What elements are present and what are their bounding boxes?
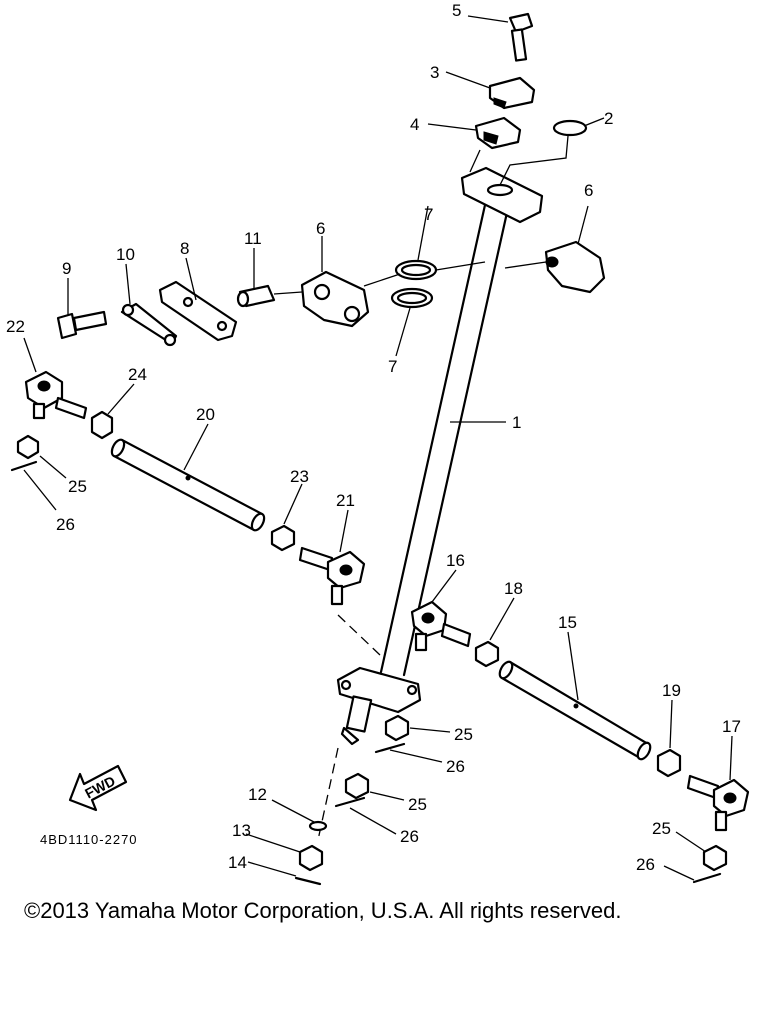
nut-24 [90,410,114,440]
callout-6: 6 [584,181,593,200]
callout-8: 8 [180,239,189,258]
forward-arrow: FWD [68,764,128,812]
callout-3: 3 [430,63,439,82]
tie-rod-end-17 [686,774,750,832]
callout-25: 25 [454,725,473,744]
callout-2: 2 [604,109,613,128]
callout-15: 15 [558,613,577,632]
nut-19 [656,748,682,778]
callout-12: 12 [248,785,267,804]
right-holder [504,240,606,294]
nut-23 [270,524,296,552]
callout-6: 6 [316,219,325,238]
callout-26: 26 [636,855,655,874]
tie-rod-end-16 [410,600,472,652]
reference-code: 4BD1110-2270 [40,832,138,847]
left-holder [300,270,401,328]
callout-25: 25 [652,819,671,838]
callout-22: 22 [6,317,25,336]
nut-18 [474,640,500,668]
callout-23: 23 [290,467,309,486]
callout-9: 9 [62,259,71,278]
callout-21: 21 [336,491,355,510]
callout-24: 24 [128,365,147,384]
callout-14: 14 [228,853,247,872]
callout-5: 5 [452,1,461,20]
callout-numbers: 1 2 3 4 5 6 6 7 7 8 9 10 11 12 13 14 15 … [6,1,741,874]
tie-rod-end-22 [24,370,88,420]
lock-washer [120,302,178,347]
plate [158,280,238,342]
tie-rod-15 [498,660,652,761]
callout-10: 10 [116,245,135,264]
left-nut-cotter [10,434,67,511]
steering-shaft [317,166,544,841]
callout-13: 13 [232,821,251,840]
bushings [390,259,486,309]
callout-11: 11 [244,229,262,248]
callout-25: 25 [68,477,87,496]
copyright-notice: ©2013 Yamaha Motor Corporation, U.S.A. A… [24,898,621,923]
callout-17: 17 [722,717,741,736]
callout-16: 16 [446,551,465,570]
tie-rod-end-21 [298,546,366,606]
callout-7: 7 [388,357,397,376]
callout-25: 25 [408,795,427,814]
callout-26: 26 [56,515,75,534]
callout-7: 7 [424,205,433,224]
callout-26: 26 [446,757,465,776]
tie-rod-20 [110,438,266,532]
callout-20: 20 [196,405,215,424]
bolt-9 [56,310,108,340]
collar [236,284,303,308]
callout-4: 4 [410,115,419,134]
callout-18: 18 [504,579,523,598]
leader-lines [23,15,733,881]
upper-holder-assembly [469,12,588,186]
callout-26: 26 [400,827,419,846]
callout-1: 1 [512,413,521,432]
lower-nuts-cotters [294,714,728,886]
callout-19: 19 [662,681,681,700]
